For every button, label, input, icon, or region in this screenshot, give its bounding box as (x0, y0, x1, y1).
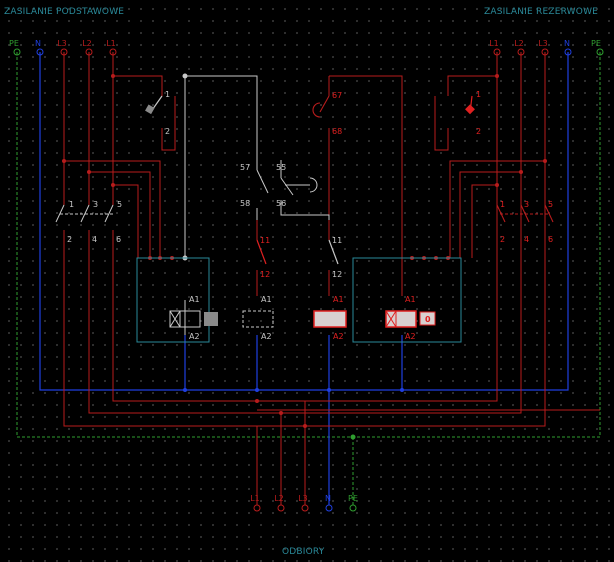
main-contacts-left (55, 204, 114, 223)
coil-k2-label-a2: A2 (405, 332, 416, 341)
contactor-k2-frame (352, 257, 462, 343)
k2-state-indicator: 0 (425, 315, 431, 324)
contact-label-left-2: 2 (67, 235, 72, 244)
coil-relay-label-a1: A1 (333, 295, 344, 304)
breaker-left (145, 95, 163, 115)
aux-contact-right (328, 239, 339, 265)
coil-k1-label-a1: A1 (189, 295, 200, 304)
load-terminals (253, 504, 357, 512)
terminal-label-load-l1: L1 (250, 494, 260, 503)
breaker-right-label-1: 1 (476, 90, 481, 99)
phase-junctions (62, 74, 547, 428)
pe-conductor (16, 52, 601, 505)
coil-k2 (385, 310, 436, 328)
terminal-label-backup-l3: L3 (538, 39, 548, 48)
backup-terminals (493, 48, 604, 56)
terminal-label-primary-n: N (35, 39, 41, 48)
timer-label-56: 56 (276, 199, 286, 208)
neutral-conductor (39, 52, 569, 505)
neutral-junctions (183, 388, 404, 392)
aux-right-label-11: 11 (332, 236, 342, 245)
terminal-label-primary-pe: PE (9, 39, 19, 48)
terminal-label-load-pe: PE (348, 494, 358, 503)
coil-ktime-label-a2: A2 (261, 332, 272, 341)
header-backup-supply: ZASILANIE REZERWOWE (484, 7, 599, 17)
breaker-right (465, 95, 475, 115)
control-circuit (184, 75, 330, 335)
terminal-label-primary-l3: L3 (57, 39, 67, 48)
terminal-label-load-n: N (325, 494, 331, 503)
terminal-label-backup-n: N (564, 39, 570, 48)
contact-label-left-6: 6 (116, 235, 121, 244)
timer-label-57: 57 (240, 163, 250, 172)
control-junction-top (182, 73, 188, 79)
contact-label-right-6: 6 (548, 235, 553, 244)
coil-k2-label-a1: A1 (405, 295, 416, 304)
contact-label-right-1: 1 (500, 200, 505, 209)
primary-terminals (13, 48, 117, 56)
coil-k1 (169, 310, 218, 328)
timer-label-55: 55 (276, 163, 286, 172)
aux-contact-top (312, 95, 330, 118)
coil-relay-label-a2: A2 (333, 332, 344, 341)
contact-label-left-5: 5 (117, 200, 122, 209)
header-primary-supply: ZASILANIE PODSTAWOWE (4, 7, 125, 17)
coil-k-time (242, 310, 274, 328)
contact-label-right-4: 4 (524, 235, 529, 244)
contact-label-left-4: 4 (92, 235, 97, 244)
terminal-label-backup-pe: PE (591, 39, 601, 48)
terminal-label-load-l2: L2 (274, 494, 284, 503)
aux-mid-label-12: 12 (260, 270, 270, 279)
terminal-label-primary-l2: L2 (82, 39, 92, 48)
contact-label-right-2: 2 (500, 235, 505, 244)
aux-right-label-12: 12 (332, 270, 342, 279)
main-contacts-right (496, 204, 554, 223)
terminal-label-backup-l1: L1 (489, 39, 499, 48)
coil-k-relay[interactable] (313, 310, 347, 328)
contact-label-right-5: 5 (548, 200, 553, 209)
contact-label-left-3: 3 (93, 200, 98, 209)
timer-contacts (256, 169, 318, 196)
timer-label-58: 58 (240, 199, 250, 208)
aux-top-label-67: 67 (332, 91, 342, 100)
breaker-left-label-1: 1 (165, 90, 170, 99)
terminal-label-backup-l2: L2 (514, 39, 524, 48)
terminal-label-primary-l1: L1 (106, 39, 116, 48)
coil-ktime-label-a1: A1 (261, 295, 272, 304)
contact-label-left-1: 1 (69, 200, 74, 209)
coil-k1-label-a2: A2 (189, 332, 200, 341)
aux-mid-label-11: 11 (260, 236, 270, 245)
aux-contact-mid (256, 239, 267, 265)
header-loads: ODBIORY (282, 547, 325, 557)
contact-label-right-3: 3 (524, 200, 529, 209)
terminal-label-load-l3: L3 (298, 494, 308, 503)
pe-junction (350, 434, 356, 440)
contactor-k1-frame (136, 257, 210, 343)
breaker-left-label-2: 2 (165, 127, 170, 136)
aux-top-label-68: 68 (332, 127, 342, 136)
breaker-right-label-2: 2 (476, 127, 481, 136)
